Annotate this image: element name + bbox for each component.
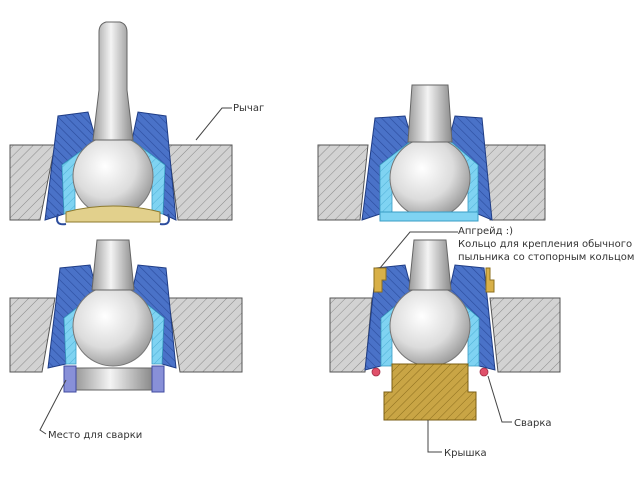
lever-section <box>329 297 561 373</box>
weld-point-right <box>479 367 489 377</box>
ball <box>72 285 154 367</box>
welding-label: Сварка <box>514 418 552 429</box>
ball-pin <box>407 84 453 143</box>
joint-bottom-left <box>9 239 243 393</box>
lever-section <box>9 144 233 221</box>
bottom-plate <box>65 205 161 223</box>
cover-label: Крышка <box>444 448 487 459</box>
cover <box>383 363 477 421</box>
ball <box>389 285 471 367</box>
lever-label: Рычаг <box>233 103 264 114</box>
ball <box>389 137 471 219</box>
ball-pin <box>408 239 452 291</box>
boot-ring-left <box>373 267 387 293</box>
joint-top-left <box>9 21 233 226</box>
weld-spot-leader-line <box>39 379 67 435</box>
bottom-plate <box>379 211 479 222</box>
welding-leader-line <box>487 375 512 423</box>
weld-point-left <box>371 367 381 377</box>
ring-description-line1: Кольцо для крепления обычного <box>458 239 632 250</box>
boot-ring-right <box>485 267 495 293</box>
bottom-cup <box>75 367 153 391</box>
upgrade-title: Апгрейд :) <box>458 226 513 237</box>
weld-ring-right <box>151 365 165 393</box>
rolled-edge <box>56 213 170 226</box>
joint-bottom-right <box>329 239 561 421</box>
lever-section <box>9 297 243 373</box>
lever-leader-line <box>195 107 232 141</box>
ball <box>72 135 154 217</box>
cover-leader-line <box>427 420 442 453</box>
ring-description-line2: пыльника со стопорным кольцом <box>458 252 634 263</box>
weld-spot-label: Место для сварки <box>48 430 142 441</box>
weld-ring-left <box>63 365 77 393</box>
ball-pin <box>91 239 135 291</box>
ball-pin <box>92 21 134 141</box>
joint-top-right <box>317 84 546 222</box>
upgrade-leader-line <box>379 231 458 269</box>
